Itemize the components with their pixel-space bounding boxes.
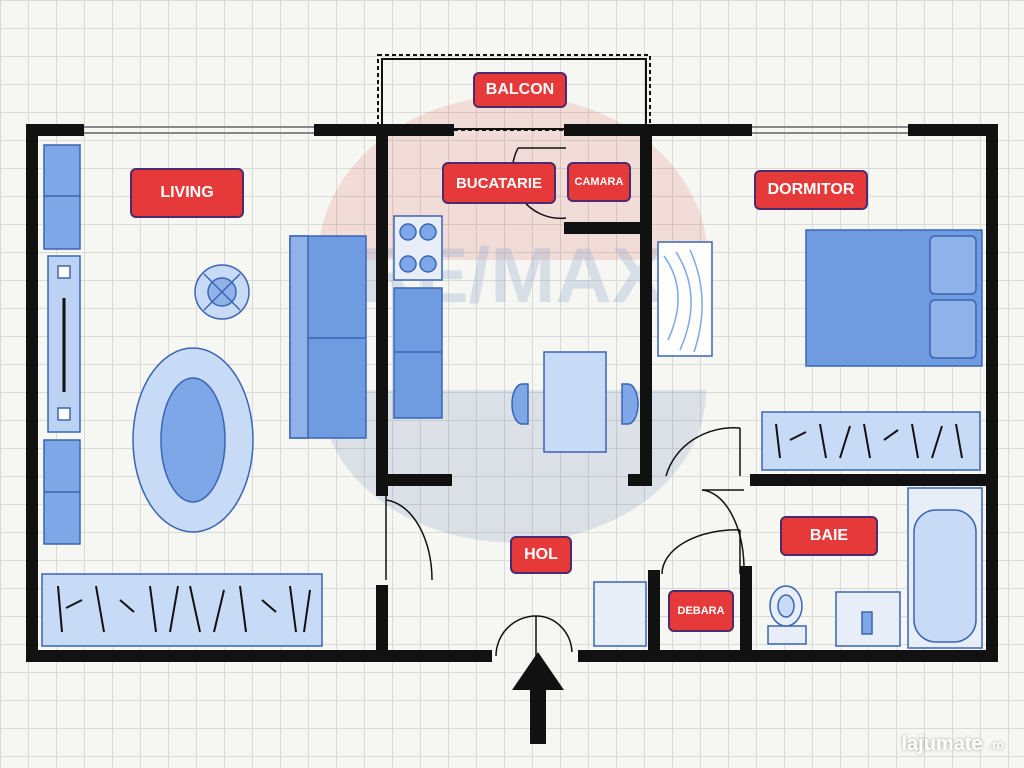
label-hol: HOL bbox=[510, 536, 572, 574]
bedroom-furniture bbox=[657, 229, 983, 471]
label-baie: BAIE bbox=[780, 516, 878, 556]
wardrobe-top bbox=[43, 144, 81, 250]
dining-table bbox=[543, 351, 607, 453]
label-camara: CAMARA bbox=[567, 162, 631, 202]
kitchen-counter bbox=[393, 287, 443, 419]
label-living: LIVING bbox=[130, 168, 244, 218]
site-watermark: lajumate .ro bbox=[902, 733, 1005, 756]
label-balcon: BALCON bbox=[473, 72, 567, 108]
windows bbox=[84, 126, 908, 134]
washing-machine bbox=[593, 581, 647, 647]
watermark-tld: .ro bbox=[988, 737, 1004, 752]
interior-walls bbox=[376, 124, 998, 656]
living-radiator bbox=[41, 573, 323, 647]
kitchen-furniture bbox=[393, 215, 639, 453]
label-debara: DEBARA bbox=[668, 590, 734, 632]
label-dormitor: DORMITOR bbox=[754, 170, 868, 210]
entrance-arrow-icon bbox=[512, 652, 564, 744]
watermark-text: lajumate bbox=[901, 733, 983, 755]
stove bbox=[393, 215, 443, 281]
bathroom-furniture bbox=[593, 487, 983, 649]
living-radiator-hatching bbox=[57, 585, 311, 633]
bedroom-radiator bbox=[761, 411, 981, 471]
living-furniture bbox=[41, 144, 367, 647]
toilet bbox=[767, 625, 807, 645]
bedroom-radiator-hatching bbox=[775, 423, 963, 459]
outer-walls bbox=[26, 124, 998, 662]
balcony-outline bbox=[377, 54, 651, 131]
label-bucatarie: BUCATARIE bbox=[442, 162, 556, 204]
